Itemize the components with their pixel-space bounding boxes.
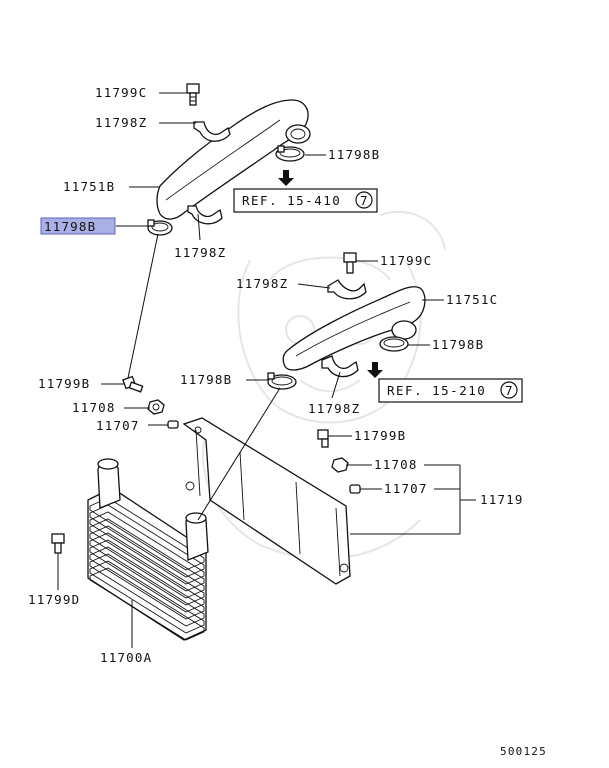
label-11799b-right[interactable]: 11799B [354, 428, 406, 443]
bracket-11719[interactable] [182, 417, 351, 585]
intercooler-11700a[interactable] [87, 458, 209, 641]
diagram-code: 500125 [500, 745, 547, 758]
label-11798z-lower[interactable]: 11798Z [308, 401, 360, 416]
ref-box-upper[interactable]: REF. 15-410 7 [233, 188, 378, 213]
label-11799c-top[interactable]: 11799C [95, 85, 147, 100]
watermark-emblem [202, 210, 446, 560]
label-11708-right[interactable]: 11708 [374, 457, 418, 472]
cooler-fin [89, 525, 205, 599]
label-11707-right[interactable]: 11707 [384, 481, 428, 496]
hose-11751b[interactable] [156, 99, 311, 220]
arrow-down-icon [278, 170, 294, 186]
label-11799d[interactable]: 11799D [28, 592, 80, 607]
hose-11751c[interactable] [282, 286, 426, 371]
label-11798z-top[interactable]: 11798Z [95, 115, 147, 130]
arrow-down-icon [367, 362, 383, 378]
collar-11707-right[interactable] [349, 484, 361, 494]
ref-lower-num: 7 [505, 383, 514, 398]
bracket-11798z-mid[interactable] [187, 205, 223, 225]
clamp-11798b-mid[interactable] [267, 372, 297, 390]
label-11707-left[interactable]: 11707 [96, 418, 140, 433]
highlight-box [40, 217, 116, 235]
cooler-fin [89, 546, 205, 620]
cooler-fin [89, 553, 205, 627]
ref-upper-num: 7 [360, 193, 369, 208]
label-11798b-mid[interactable]: 11798B [180, 372, 232, 387]
label-11799b-left[interactable]: 11799B [38, 376, 90, 391]
label-11798b-right[interactable]: 11798B [432, 337, 484, 352]
clamp-11798b-left[interactable] [147, 219, 173, 236]
clamp-11798b-upper[interactable] [275, 145, 305, 162]
label-11700a[interactable]: 11700A [100, 650, 152, 665]
cooler-fin [89, 567, 205, 641]
label-11798z-mid[interactable]: 11798Z [174, 245, 226, 260]
bolt-11799b-left[interactable] [122, 375, 144, 393]
collar-11707-left[interactable] [167, 420, 179, 429]
label-11708-left[interactable]: 11708 [72, 400, 116, 415]
leader-lines [57, 92, 476, 648]
cooler-fin [89, 539, 205, 613]
label-11798z-right[interactable]: 11798Z [236, 276, 288, 291]
bolt-11799b-right[interactable] [317, 429, 329, 448]
label-11798b-highlight[interactable]: 11798B [44, 219, 96, 234]
bolt-11799c-top[interactable] [186, 83, 200, 106]
nut-11708-left[interactable] [147, 399, 165, 415]
cooler-fin [89, 518, 205, 592]
ref-upper-text: REF. 15-410 [242, 193, 341, 208]
label-11799c-right[interactable]: 11799C [380, 253, 432, 268]
label-11798b-upper[interactable]: 11798B [328, 147, 380, 162]
ref-box-lower[interactable]: REF. 15-210 7 [378, 378, 523, 403]
callout-labels: 11799C 11798Z 11798B 11751B 11798B 11798… [28, 85, 524, 665]
ref-lower-text: REF. 15-210 [387, 383, 486, 398]
bracket-11798z-top[interactable] [193, 121, 231, 142]
bracket-11798z-lower[interactable] [321, 355, 359, 378]
cooler-fin [89, 560, 205, 634]
label-11719[interactable]: 11719 [480, 492, 524, 507]
bolt-11799c-right[interactable] [343, 252, 357, 274]
cooler-fin [89, 532, 205, 606]
nut-11708-right[interactable] [331, 457, 349, 473]
bolt-11799d[interactable] [51, 533, 65, 554]
cooler-fin [89, 511, 205, 585]
label-11751b[interactable]: 11751B [63, 179, 115, 194]
bracket-11798z-right[interactable] [327, 279, 367, 300]
clamp-11798b-right[interactable] [379, 336, 409, 352]
label-11751c[interactable]: 11751C [446, 292, 498, 307]
